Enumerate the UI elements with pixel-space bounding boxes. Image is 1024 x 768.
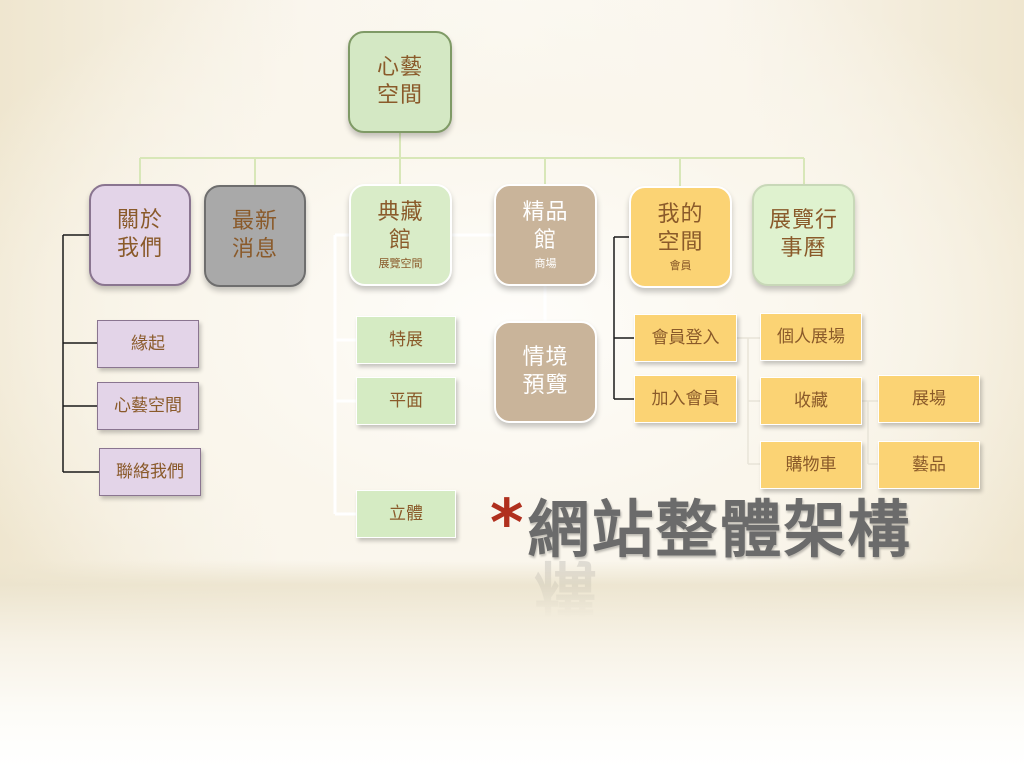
node-sublabel: 展覽空間 <box>378 257 423 270</box>
node-label: 收藏 <box>794 391 828 411</box>
node-my-space[interactable]: 我的 空間 會員 <box>629 186 732 288</box>
node-sublabel: 會員 <box>669 259 692 272</box>
node-collection-3d[interactable]: 立體 <box>356 490 456 538</box>
node-label: 購物車 <box>785 455 837 475</box>
node-label: 展覽行 事曆 <box>768 208 838 261</box>
node-member-login[interactable]: 會員登入 <box>634 314 737 362</box>
asterisk-icon: * <box>490 487 524 561</box>
node-label: 典藏 館 <box>377 200 424 253</box>
node-label: 心藝空間 <box>114 396 182 416</box>
node-label: 特展 <box>389 330 423 350</box>
node-label: 展場 <box>912 389 946 409</box>
about-connectors <box>62 234 99 473</box>
top-level-connectors <box>139 133 805 186</box>
node-root[interactable]: 心藝 空間 <box>348 31 452 133</box>
login-connectors <box>737 337 878 465</box>
node-favorites[interactable]: 收藏 <box>760 377 862 425</box>
node-label: 情境 預覽 <box>522 345 569 398</box>
collection-connectors <box>333 233 547 516</box>
node-label: 個人展場 <box>777 327 845 347</box>
node-member-join[interactable]: 加入會員 <box>634 375 737 423</box>
node-label: 我的 空間 <box>657 202 704 255</box>
node-personal-gallery[interactable]: 個人展場 <box>760 313 862 361</box>
node-label: 藝品 <box>912 455 946 475</box>
node-about-origin[interactable]: 緣起 <box>97 320 199 368</box>
background-floor <box>0 560 1024 768</box>
node-about-space[interactable]: 心藝空間 <box>97 382 199 430</box>
node-label: 加入會員 <box>651 389 720 409</box>
node-label: 會員登入 <box>651 328 720 348</box>
node-scene-preview[interactable]: 情境 預覽 <box>494 321 597 423</box>
node-label: 聯絡我們 <box>116 462 184 482</box>
node-collection-flat[interactable]: 平面 <box>356 377 456 425</box>
node-calendar[interactable]: 展覽行 事曆 <box>752 184 855 286</box>
node-collection[interactable]: 典藏 館 展覽空間 <box>349 184 452 286</box>
node-news[interactable]: 最新 消息 <box>204 185 306 287</box>
node-label: 立體 <box>389 504 423 524</box>
node-cart[interactable]: 購物車 <box>760 441 862 489</box>
node-sublabel: 商場 <box>534 257 557 270</box>
node-label: 精品 館 <box>522 200 569 253</box>
node-about-contact[interactable]: 聯絡我們 <box>99 448 201 496</box>
node-label: 最新 消息 <box>231 209 278 262</box>
node-fav-gallery[interactable]: 展場 <box>878 375 980 423</box>
node-about[interactable]: 關於 我們 <box>89 184 191 286</box>
node-collection-special[interactable]: 特展 <box>356 316 456 364</box>
node-label: 關於 我們 <box>116 208 163 261</box>
member-connectors <box>613 236 634 400</box>
node-label: 緣起 <box>131 334 165 354</box>
title-text: 網站整體架構 <box>527 493 912 566</box>
node-label: 心藝 空間 <box>376 55 423 108</box>
node-fav-artwork[interactable]: 藝品 <box>878 441 980 489</box>
node-label: 平面 <box>389 391 423 411</box>
slide-title: * 網站整體架構 網站整體架構 <box>490 487 912 701</box>
node-boutique[interactable]: 精品 館 商場 <box>494 184 597 286</box>
